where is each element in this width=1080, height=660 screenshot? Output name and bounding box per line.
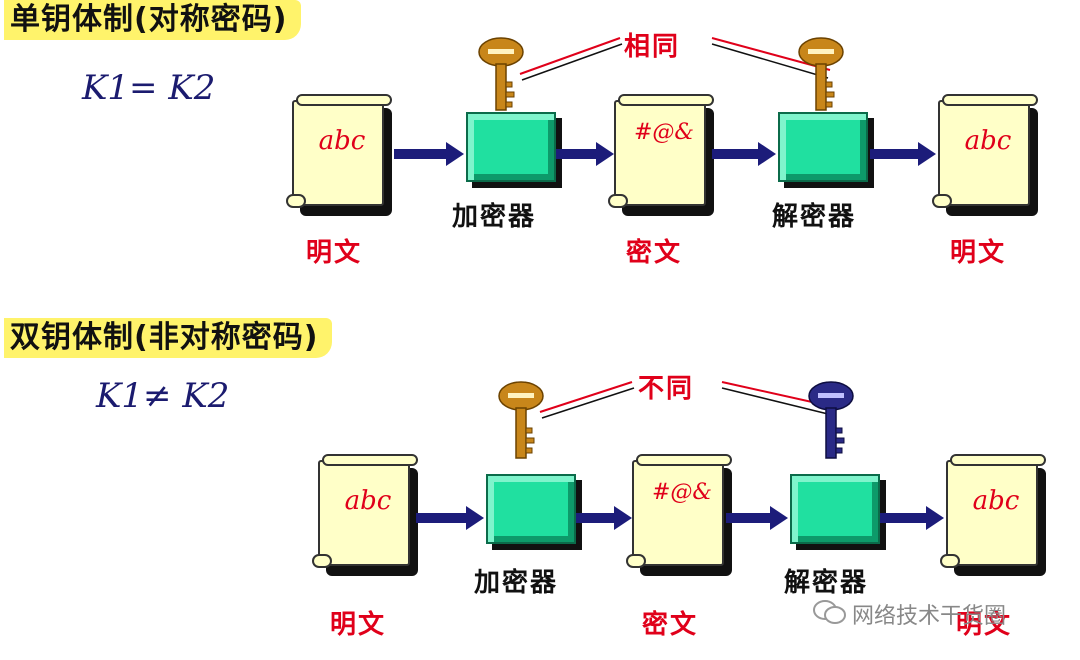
flow-arrow <box>576 506 632 530</box>
flow-arrow <box>712 142 776 166</box>
encryptor-label: 加密器 <box>452 202 537 232</box>
plaintext-output-label: 明文 <box>956 610 1013 640</box>
ciphertext-label: 密文 <box>642 610 699 640</box>
key-icon <box>808 381 854 459</box>
flow-arrow <box>416 506 484 530</box>
decryptor-box <box>778 112 868 182</box>
ciphertext-value: #@& <box>633 120 695 145</box>
plaintext-value: abc <box>318 126 366 156</box>
plaintext-scroll: abc <box>286 94 392 216</box>
plaintext-value: abc <box>344 486 392 516</box>
flow-arrow <box>394 142 464 166</box>
plaintext-output-label: 明文 <box>950 238 1007 268</box>
ciphertext-scroll: #@& <box>626 454 732 576</box>
decryptor-label: 解密器 <box>772 202 857 232</box>
key-icon <box>798 37 844 111</box>
flow-arrow <box>870 142 936 166</box>
plaintext-output-value: abc <box>964 126 1012 156</box>
flow-arrow <box>880 506 944 530</box>
plaintext-label: 明文 <box>306 238 363 268</box>
ciphertext-value: #@& <box>651 480 713 505</box>
decryptor-label: 解密器 <box>784 568 869 598</box>
encryptor-label: 加密器 <box>474 568 559 598</box>
encryptor-box <box>466 112 556 182</box>
key-icon <box>498 381 544 459</box>
top-formula: K1= K2 <box>82 68 216 108</box>
encryptor-box <box>486 474 576 544</box>
top-relation-label: 相同 <box>624 32 681 62</box>
flow-arrow <box>726 506 788 530</box>
ciphertext-label: 密文 <box>626 238 683 268</box>
plaintext-scroll-output: abc <box>932 94 1038 216</box>
plaintext-output-value: abc <box>972 486 1020 516</box>
bottom-title: 双钥体制(非对称密码) <box>4 318 333 358</box>
plaintext-scroll: abc <box>312 454 418 576</box>
wechat-icon <box>813 600 846 624</box>
top-title: 单钥体制(对称密码) <box>4 0 302 40</box>
bottom-relation-label: 不同 <box>638 374 695 404</box>
flow-arrow <box>556 142 614 166</box>
ciphertext-scroll: #@& <box>608 94 714 216</box>
bottom-formula: K1≠ K2 <box>96 376 230 416</box>
watermark-text: 网络技术干货圈 <box>852 604 1007 629</box>
plaintext-scroll-output: abc <box>940 454 1046 576</box>
plaintext-label: 明文 <box>330 610 387 640</box>
decryptor-box <box>790 474 880 544</box>
key-icon <box>478 37 524 111</box>
